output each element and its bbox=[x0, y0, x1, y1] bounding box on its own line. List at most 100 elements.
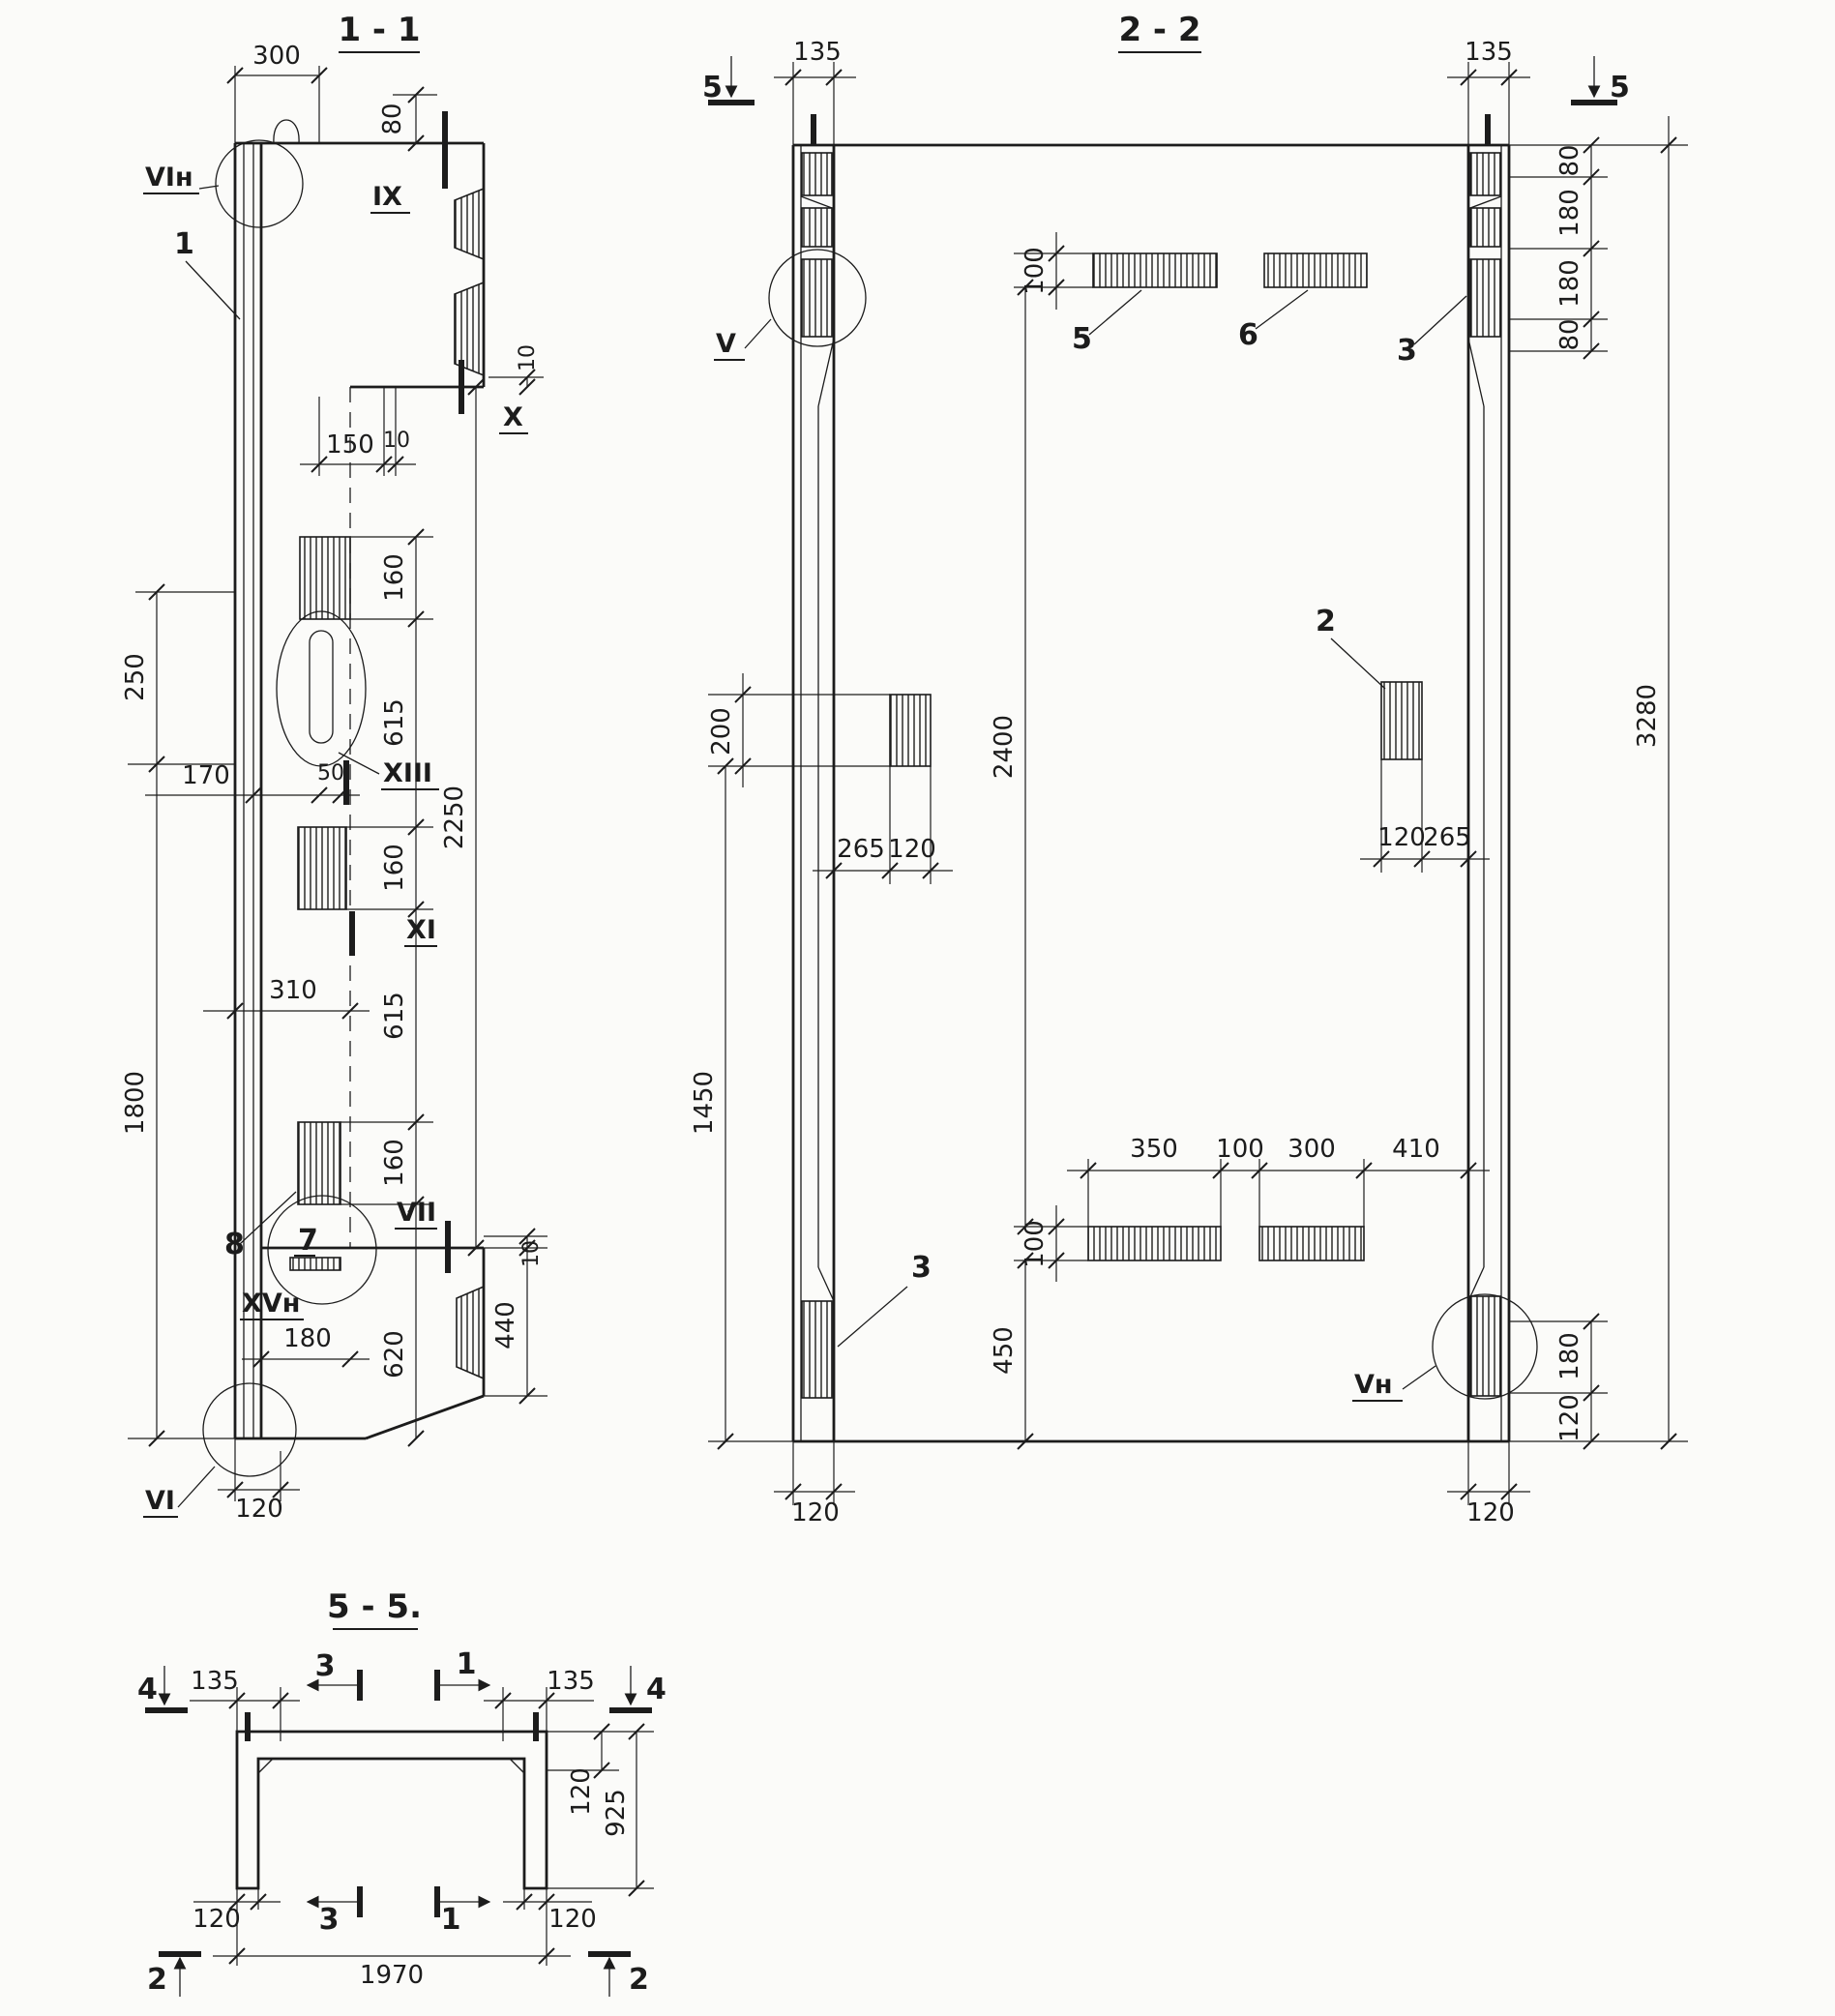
dim-180-bottom-1-1: 180 bbox=[242, 1324, 370, 1368]
mark-xvn: XVн bbox=[242, 1289, 300, 1319]
section-5-5-title: 5 - 5. bbox=[327, 1587, 422, 1626]
dim-135-left: 135 bbox=[774, 38, 856, 145]
callout-8: 8 bbox=[224, 1228, 245, 1261]
section-1-1: 1 - 1 bbox=[121, 11, 548, 1524]
dim-120-bottom-right-5-5: 120 bbox=[503, 1888, 597, 1934]
dim-2250: 2250 bbox=[440, 378, 485, 1257]
dim-label-450: 450 bbox=[990, 1326, 1019, 1375]
weld-detail-circle-v bbox=[768, 249, 867, 347]
dim-label-135-right-55: 135 bbox=[547, 1667, 595, 1696]
cut-mark-2-right: 2 bbox=[588, 1951, 649, 1997]
cut-label-2-left: 2 bbox=[147, 1963, 167, 1997]
dim-label-925: 925 bbox=[602, 1789, 631, 1837]
cut-label-5-left: 5 bbox=[702, 71, 723, 104]
mark-vi: VI bbox=[145, 1486, 175, 1516]
callout-6: 6 bbox=[1238, 318, 1258, 352]
dim-300: 300 bbox=[226, 42, 328, 143]
dim-label-120-c: 120 bbox=[1555, 1394, 1584, 1442]
dim-label-120-bl: 120 bbox=[791, 1498, 840, 1527]
dim-label-250: 250 bbox=[121, 653, 150, 701]
dim-label-180: 180 bbox=[283, 1324, 332, 1353]
section-cut-ticks-1-1 bbox=[343, 111, 464, 1273]
dim-label-120-left: 120 bbox=[888, 835, 936, 864]
marks-2-2: V Vн bbox=[714, 318, 1436, 1402]
mark-v: V bbox=[716, 329, 736, 359]
dim-label-10-mid: 10 bbox=[383, 429, 410, 453]
slot-detail-1-1 bbox=[276, 610, 367, 767]
dim-135-right: 135 bbox=[1447, 38, 1530, 145]
cut-mark-3-bottom: 3 bbox=[306, 1886, 363, 1937]
dim-row-350-100-300-410: 350 100 300 410 bbox=[1067, 1135, 1490, 1227]
dim-label-120-right: 120 bbox=[1377, 823, 1426, 852]
dim-label-120-side: 120 bbox=[567, 1767, 596, 1816]
dim-label-10-bottom: 10 bbox=[519, 1240, 544, 1267]
dim-265-120-left: 265 120 bbox=[813, 766, 953, 884]
shear-keys-1-1 bbox=[454, 187, 485, 1380]
rib-keys-2-2 bbox=[801, 152, 1501, 1399]
cut-label-3-bottom: 3 bbox=[319, 1903, 340, 1937]
cut-mark-3-top: 3 bbox=[306, 1649, 363, 1701]
dim-170-50: 170 50 bbox=[145, 761, 360, 804]
mark-vii: VII bbox=[397, 1198, 436, 1228]
dim-135-left-5-5: 135 bbox=[190, 1667, 300, 1741]
cut-label-4-right: 4 bbox=[646, 1673, 666, 1706]
callout-2: 2 bbox=[1316, 605, 1336, 638]
dim-120-bottom-right: 120 bbox=[1447, 1441, 1530, 1527]
dim-label-80: 80 bbox=[378, 103, 407, 134]
callout-5: 5 bbox=[1072, 322, 1092, 356]
cut-mark-4-left: 4 bbox=[137, 1666, 188, 1713]
cut-label-2-right: 2 bbox=[629, 1963, 649, 1997]
cut-label-4-left: 4 bbox=[137, 1673, 158, 1706]
dim-440: 10 440 bbox=[484, 1228, 548, 1405]
dim-label-150: 150 bbox=[326, 430, 374, 460]
cut-mark-5-left: 5 bbox=[702, 56, 755, 105]
dim-120-bottom-left: 120 bbox=[774, 1441, 855, 1527]
mark-xiii: XIII bbox=[383, 758, 432, 788]
dim-label-120-br: 120 bbox=[1466, 1498, 1515, 1527]
section-1-1-title: 1 - 1 bbox=[338, 11, 420, 49]
dim-150-10: 150 10 bbox=[300, 387, 416, 476]
section-2-2-title: 2 - 2 bbox=[1118, 11, 1200, 49]
dim-label-265-right: 265 bbox=[1423, 823, 1471, 852]
dim-label-100-row: 100 bbox=[1216, 1135, 1264, 1164]
dim-label-160-c: 160 bbox=[380, 1139, 409, 1187]
marks-1-1: VIн IX X XIII XI VII XVн VI bbox=[143, 163, 528, 1518]
dim-120-side-5-5: 120 bbox=[547, 1723, 654, 1816]
mark-vn: Vн bbox=[1354, 1370, 1393, 1400]
dim-label-160-b: 160 bbox=[380, 844, 409, 892]
embedded-plates-2-2 bbox=[889, 252, 1423, 1261]
mark-x: X bbox=[503, 402, 523, 432]
dim-label-300: 300 bbox=[1287, 1135, 1336, 1164]
callout-1: 1 bbox=[174, 227, 194, 261]
dim-label-615-b: 615 bbox=[380, 992, 409, 1040]
dim-stack-right-bottom: 180 120 bbox=[1509, 1313, 1608, 1450]
dim-label-80-b: 80 bbox=[1555, 318, 1584, 350]
dim-label-135-right: 135 bbox=[1465, 38, 1513, 67]
dim-label-2400: 2400 bbox=[990, 715, 1019, 779]
dim-label-615-a: 615 bbox=[380, 698, 409, 747]
weld-detail-circle-vn bbox=[1432, 1293, 1538, 1400]
cut-mark-1-bottom: 1 bbox=[434, 1886, 491, 1937]
dim-label-410: 410 bbox=[1392, 1135, 1440, 1164]
section-2-2: 2 - 2 bbox=[690, 11, 1688, 1527]
dim-label-440: 440 bbox=[491, 1301, 520, 1349]
dim-925: 925 bbox=[547, 1723, 654, 1897]
callouts-1-1: 1 8 7 bbox=[174, 227, 318, 1261]
dim-3280: 3280 bbox=[1509, 116, 1688, 1450]
dim-310: 310 bbox=[203, 976, 370, 1020]
dim-10-top-right: 10 bbox=[488, 344, 544, 396]
dim-label-1450: 1450 bbox=[690, 1071, 719, 1135]
weld-detail-circle-bottom bbox=[202, 1382, 297, 1477]
cut-mark-4-right: 4 bbox=[609, 1666, 666, 1713]
cut-label-3-top: 3 bbox=[315, 1649, 336, 1683]
section-5-5: 5 - 5. 135 135 4 bbox=[137, 1587, 666, 1997]
dim-200: 200 bbox=[707, 673, 890, 787]
dim-120-265-right: 120 265 bbox=[1360, 759, 1490, 873]
cut-label-5-right: 5 bbox=[1610, 71, 1630, 104]
dim-label-3280: 3280 bbox=[1633, 684, 1662, 748]
dim-label-135-left: 135 bbox=[793, 38, 842, 67]
dim-label-170: 170 bbox=[182, 761, 230, 790]
dim-100-top: 100 bbox=[1014, 232, 1093, 310]
